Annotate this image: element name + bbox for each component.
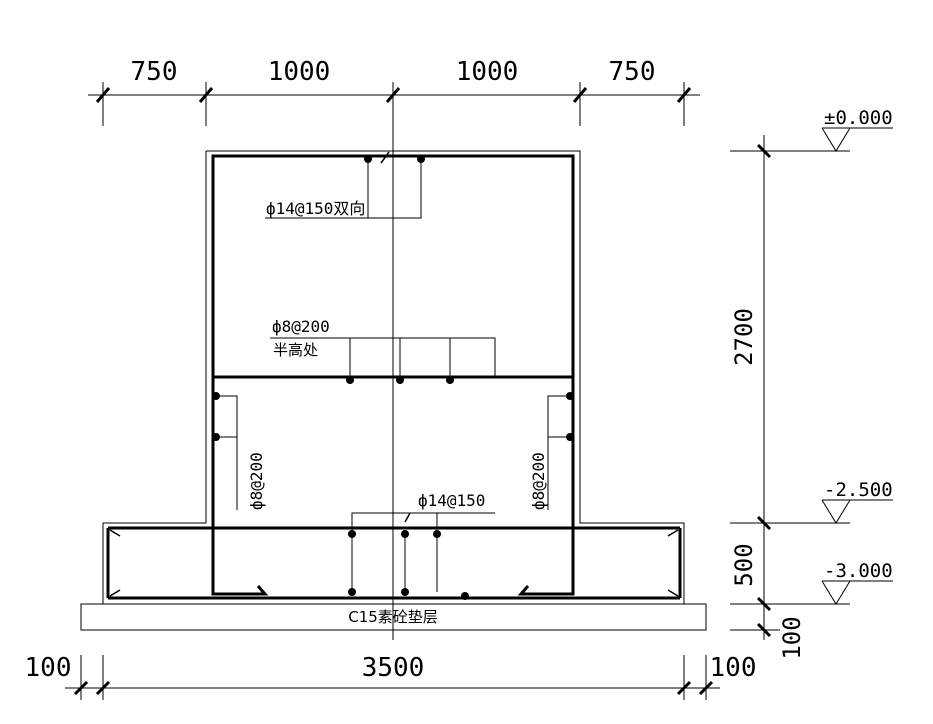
dim-top-1: 750 [131,57,178,87]
elevation-mid: -2.500 [824,479,893,501]
concrete-outline: C15素砼垫层 [80,150,707,631]
top-dimension-chain: 750 1000 1000 750 [88,57,700,640]
dim-bottom-width: 3500 [362,653,425,683]
label-base: ф14@150 [418,491,485,510]
label-mid-slab-note: 半高处 [273,341,318,359]
elevation-mid-marker: -2.500 [821,479,893,524]
label-wall-right: ф8@200 [529,452,548,510]
elevation-top-marker: ±0.000 [821,107,893,152]
dim-bottom-left: 100 [25,653,72,683]
dim-base-thickness: 500 [730,543,758,586]
right-dimension-chain: 2700 500 100 [730,135,850,660]
dim-cushion-thickness: 100 [778,616,806,659]
dim-top-4: 750 [609,57,656,87]
label-wall-left: ф8@200 [247,452,266,510]
elevation-markers: ±0.000 -2.500 -3.000 [821,107,893,605]
label-top-slab: ф14@150双向 [266,199,365,218]
cushion-layer [80,603,707,631]
cushion-label: C15素砼垫层 [348,608,438,626]
dim-top-3: 1000 [456,57,519,87]
dim-bottom-right: 100 [710,653,757,683]
dim-top-2: 1000 [268,57,331,87]
rebar-leaders: ф14@150双向 ф8@200 半高处 ф8@200 ф8@200 ф14@1… [216,151,570,592]
dim-wall-height: 2700 [730,308,758,366]
label-mid-slab: ф8@200 [272,317,330,336]
elevation-bottom-marker: -3.000 [821,560,893,605]
elevation-bottom: -3.000 [824,560,893,582]
elevation-top: ±0.000 [824,107,893,129]
bottom-dimension-chain: 100 3500 100 [25,653,757,700]
